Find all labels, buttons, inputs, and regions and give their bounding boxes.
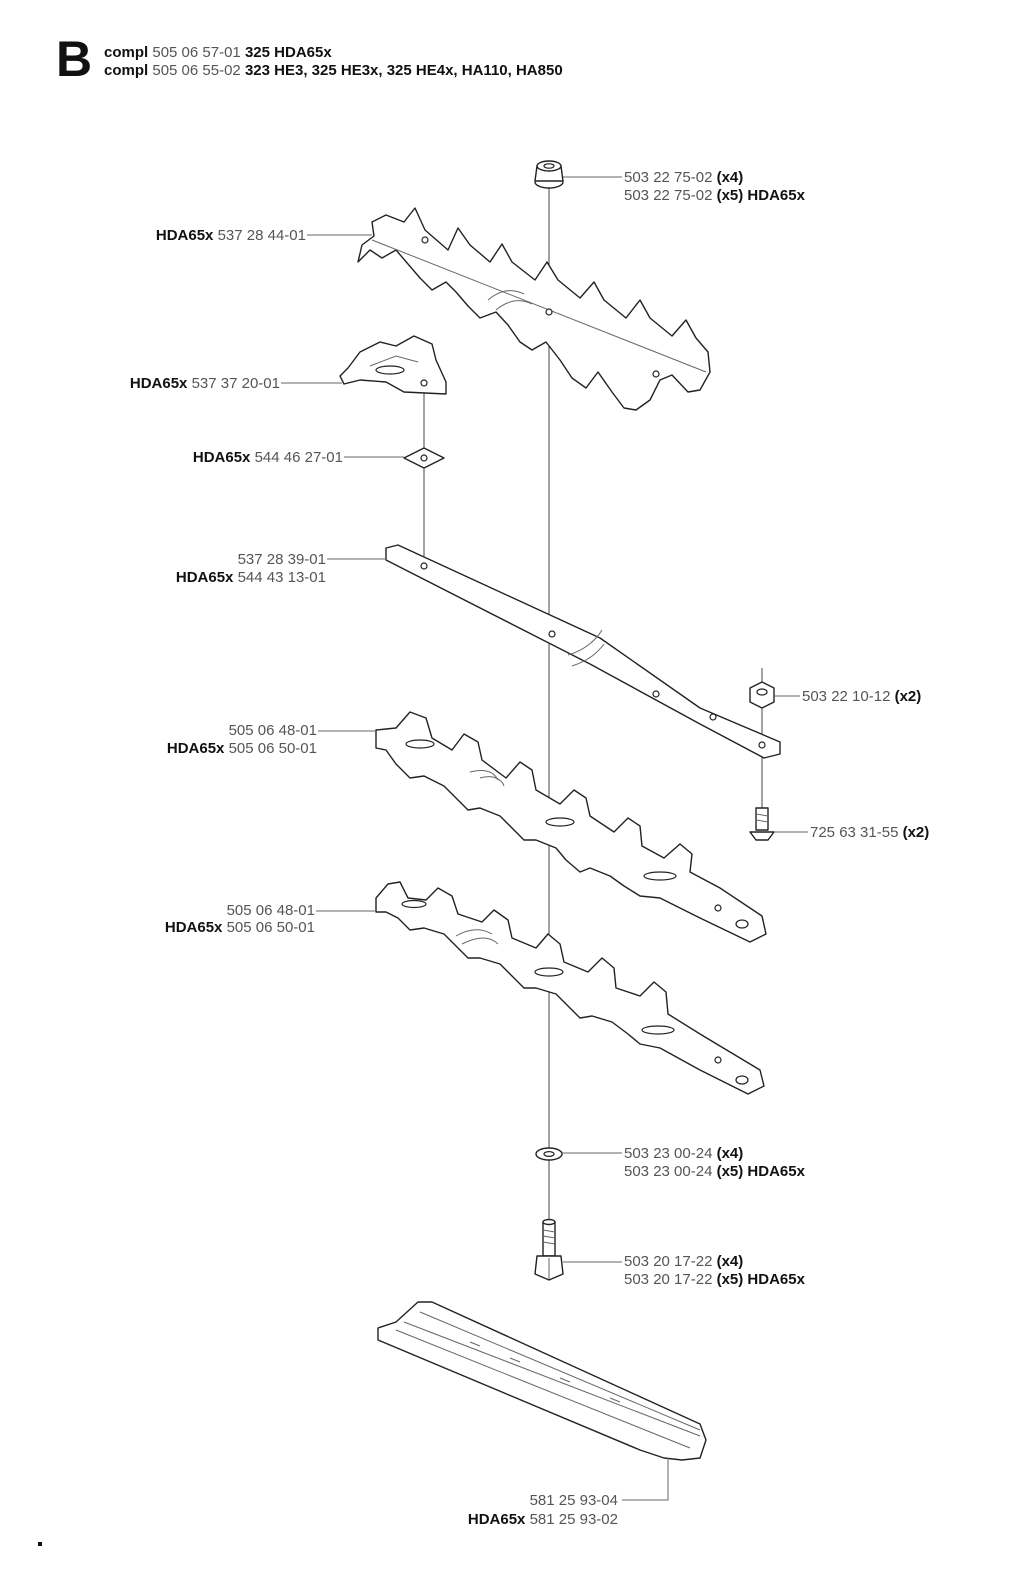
header-line-1-models: 325 HDA65x	[244, 44, 332, 61]
label-small-nut: 503 22 10-12 (x2)	[802, 688, 921, 705]
square-washer	[403, 447, 445, 469]
round-washer	[535, 1147, 563, 1161]
part-number: 544 43 13-01	[237, 569, 326, 586]
quantity: (x5) HDA65x	[716, 1271, 805, 1288]
label-guard-1: 581 25 93-04	[400, 1492, 618, 1509]
header-line-2: compl 505 06 55-02 323 HE3, 325 HE3x, 32…	[104, 62, 563, 79]
part-number: 725 63 31-55	[810, 824, 899, 841]
section-letter: B	[56, 31, 93, 87]
model: HDA65x	[164, 919, 223, 936]
label-bolt-2: 503 20 17-22 (x5) HDA65x	[624, 1271, 805, 1288]
part-number: 581 25 93-04	[529, 1492, 618, 1509]
quantity: (x2)	[902, 824, 930, 841]
header-line-1-prefix: compl	[104, 44, 149, 61]
model: HDA65x	[166, 740, 225, 757]
part-number: 503 22 75-02	[624, 169, 713, 186]
part-number: 503 22 10-12	[802, 688, 891, 705]
model: HDA65x	[175, 569, 234, 586]
part-number: 581 25 93-02	[529, 1511, 618, 1528]
label-round-washer-1: 503 23 00-24 (x4)	[624, 1145, 743, 1162]
blade-clip	[339, 335, 447, 395]
part-number: 505 06 48-01	[228, 722, 317, 739]
label-blade-2-2: HDA65x 505 06 50-01	[100, 919, 315, 936]
flange-nut-top	[534, 160, 564, 189]
header-line-2-prefix: compl	[104, 62, 149, 79]
small-nut	[749, 681, 775, 709]
label-bolt-1: 503 20 17-22 (x4)	[624, 1253, 743, 1270]
quantity: (x4)	[716, 1253, 744, 1270]
label-guide-bar-1: 537 28 39-01	[100, 551, 326, 568]
quantity: (x4)	[716, 169, 744, 186]
header-line-1: compl 505 06 57-01 325 HDA65x	[104, 44, 332, 61]
part-number: 505 06 50-01	[226, 919, 315, 936]
header-line-2-number: 505 06 55-02	[152, 62, 241, 79]
quantity: (x5) HDA65x	[716, 1163, 805, 1180]
part-number: 503 20 17-22	[624, 1253, 713, 1270]
part-number: 544 46 27-01	[254, 449, 343, 466]
part-number: 503 20 17-22	[624, 1271, 713, 1288]
quantity: (x2)	[894, 688, 922, 705]
model: HDA65x	[192, 449, 251, 466]
label-round-washer-2: 503 23 00-24 (x5) HDA65x	[624, 1163, 805, 1180]
countersunk-screw	[749, 807, 775, 841]
part-number: 537 28 39-01	[237, 551, 326, 568]
label-blade-2-1: 505 06 48-01	[100, 902, 315, 919]
label-guide-bar-2: HDA65x 544 43 13-01	[100, 569, 326, 586]
blade-guard	[377, 1301, 707, 1461]
label-nut-top-2: 503 22 75-02 (x5) HDA65x	[624, 187, 805, 204]
model: HDA65x	[129, 375, 188, 392]
model: HDA65x	[467, 1511, 526, 1528]
label-guard-2: HDA65x 581 25 93-02	[400, 1511, 618, 1528]
part-number: 503 22 75-02	[624, 187, 713, 204]
label-blade-1-2: HDA65x 505 06 50-01	[100, 740, 317, 757]
part-number: 503 23 00-24	[624, 1163, 713, 1180]
cutter-blade-1	[375, 711, 767, 943]
page-mark-dot	[38, 1542, 42, 1546]
label-washer-square: HDA65x 544 46 27-01	[120, 449, 343, 466]
model: HDA65x	[155, 227, 214, 244]
quantity: (x4)	[716, 1145, 744, 1162]
part-number: 537 37 20-01	[191, 375, 280, 392]
upper-blade	[357, 207, 711, 411]
guide-bar	[385, 544, 781, 759]
label-blade-1-1: 505 06 48-01	[100, 722, 317, 739]
part-number: 505 06 48-01	[226, 902, 315, 919]
label-nut-top-1: 503 22 75-02 (x4)	[624, 169, 743, 186]
part-number: 537 28 44-01	[217, 227, 306, 244]
hex-bolt	[534, 1218, 564, 1281]
label-screw: 725 63 31-55 (x2)	[810, 824, 929, 841]
cutter-blade-2	[375, 881, 765, 1095]
leader-guard	[622, 1458, 669, 1501]
label-clip: HDA65x 537 37 20-01	[60, 375, 280, 392]
part-number: 505 06 50-01	[228, 740, 317, 757]
label-upper-blade: HDA65x 537 28 44-01	[100, 227, 306, 244]
header-line-1-number: 505 06 57-01	[152, 44, 241, 61]
part-number: 503 23 00-24	[624, 1145, 713, 1162]
header-line-2-models: 323 HE3, 325 HE3x, 325 HE4x, HA110, HA85…	[244, 62, 563, 79]
quantity: (x5) HDA65x	[716, 187, 805, 204]
